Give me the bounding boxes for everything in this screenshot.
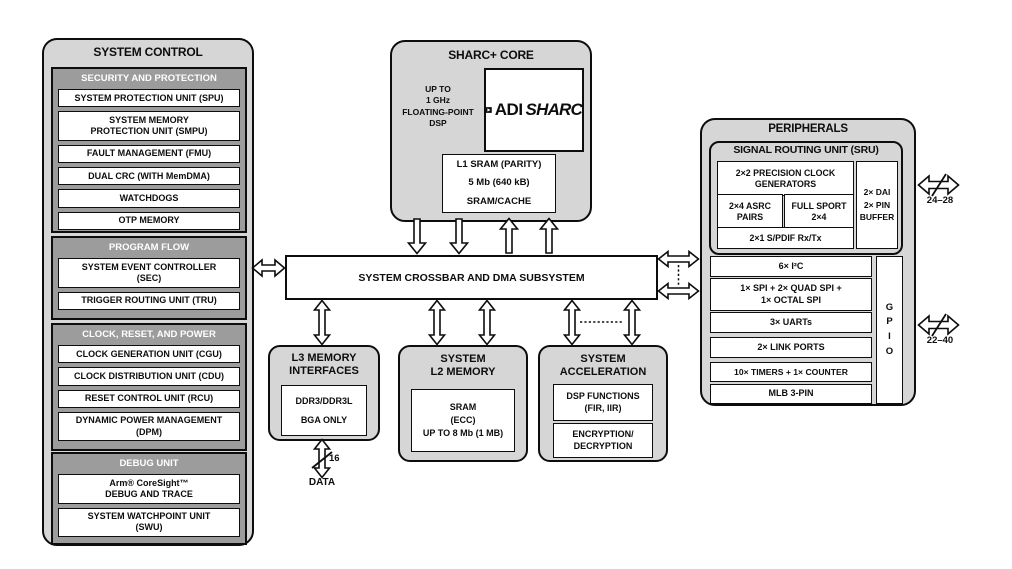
ddr3-box: DDR3/DDR3L BGA ONLY bbox=[281, 385, 367, 436]
arrow-gpio-external bbox=[917, 314, 960, 336]
encryption-box: ENCRYPTION/ DECRYPTION bbox=[553, 423, 653, 458]
bus-width-slash-gpio bbox=[931, 313, 947, 337]
section-debug-unit: DEBUG UNIT Arm® CoreSight™ DEBUG AND TRA… bbox=[51, 452, 247, 545]
system-control-panel: SYSTEM CONTROL SECURITY AND PROTECTION S… bbox=[42, 38, 254, 546]
gpio-bus-width-label: 22–40 bbox=[926, 335, 954, 346]
precision-clock-generators-box: 2×2 PRECISION CLOCK GENERATORS bbox=[717, 161, 854, 196]
arrow-l3-data-bus bbox=[312, 438, 332, 479]
l2-memory-title: SYSTEM L2 MEMORY bbox=[430, 353, 496, 379]
block-spu: SYSTEM PROTECTION UNIT (SPU) bbox=[58, 89, 240, 108]
section-header: PROGRAM FLOW bbox=[108, 242, 190, 253]
sru-title: SIGNAL ROUTING UNIT (SRU) bbox=[733, 144, 879, 156]
dai-bus-width-label: 24–28 bbox=[926, 195, 954, 206]
logo-sharc-text: SHARC bbox=[525, 100, 583, 119]
arrow-dai-external bbox=[917, 174, 960, 196]
system-crossbar: SYSTEM CROSSBAR AND DMA SUBSYSTEM bbox=[285, 255, 658, 300]
arrow-crossbar-to-core-2 bbox=[538, 217, 560, 254]
full-sport-box: FULL SPORT 2×4 bbox=[784, 194, 854, 229]
i2c-box: 6× I²C bbox=[710, 256, 872, 277]
bus-width-slash-dai bbox=[931, 173, 947, 197]
block-coresight: Arm® CoreSight™ DEBUG AND TRACE bbox=[58, 474, 240, 504]
system-control-title: SYSTEM CONTROL bbox=[93, 45, 203, 59]
section-program-flow: PROGRAM FLOW SYSTEM EVENT CONTROLLER (SE… bbox=[51, 236, 247, 320]
arrow-crossbar-peripherals-2 bbox=[657, 281, 700, 301]
gpio-box: G P I O bbox=[876, 256, 903, 404]
sharc-core-title: SHARC+ CORE bbox=[448, 48, 534, 62]
section-header: DEBUG UNIT bbox=[119, 458, 179, 469]
l2-sram-box: SRAM (ECC) UP TO 8 Mb (1 MB) bbox=[411, 389, 515, 452]
section-security-and-protection: SECURITY AND PROTECTION SYSTEM PROTECTIO… bbox=[51, 67, 247, 233]
logo-adi-text: ADI bbox=[494, 100, 523, 119]
l2-memory-panel: SYSTEM L2 MEMORY SRAM (ECC) UP TO 8 Mb (… bbox=[398, 345, 528, 462]
block-cdu: CLOCK DISTRIBUTION UNIT (CDU) bbox=[58, 367, 240, 386]
acceleration-title: SYSTEM ACCELERATION bbox=[559, 353, 647, 379]
section-clock-reset-power: CLOCK, RESET, AND POWER CLOCK GENERATION… bbox=[51, 323, 247, 451]
data-bus-label: DATA bbox=[308, 477, 336, 488]
arrow-crossbar-l3 bbox=[312, 299, 332, 346]
block-otp-memory: OTP MEMORY bbox=[58, 211, 240, 230]
l1-sram-box: L1 SRAM (PARITY) 5 Mb (640 kB) SRAM/CACH… bbox=[442, 154, 556, 213]
timers-counter-box: 10× TIMERS + 1× COUNTER bbox=[710, 362, 872, 382]
dsp-functions-box: DSP FUNCTIONS (FIR, IIR) bbox=[553, 384, 653, 421]
arrow-crossbar-l2-2 bbox=[477, 299, 497, 346]
dsp-spec-text: UP TO 1 GHz FLOATING-POINT DSP bbox=[402, 84, 474, 129]
block-fmu: FAULT MANAGEMENT (FMU) bbox=[58, 144, 240, 163]
uarts-box: 3× UARTs bbox=[710, 312, 872, 333]
arrow-syscontrol-crossbar bbox=[251, 258, 286, 278]
peripherals-panel: PERIPHERALS SIGNAL ROUTING UNIT (SRU) 2×… bbox=[700, 118, 916, 406]
section-header: SECURITY AND PROTECTION bbox=[81, 73, 217, 84]
l3-memory-panel: L3 MEMORY INTERFACES DDR3/DDR3L BGA ONLY bbox=[268, 345, 380, 441]
data-bus-width-label: 16 bbox=[329, 453, 340, 464]
block-swu: SYSTEM WATCHPOINT UNIT (SWU) bbox=[58, 507, 240, 537]
mlb-box: MLB 3-PIN bbox=[710, 384, 872, 404]
adi-sharc-logo-box: ADI SHARC bbox=[484, 68, 584, 152]
arrow-crossbar-accel-1 bbox=[562, 299, 582, 346]
block-dual-crc: DUAL CRC (WITH MemDMA) bbox=[58, 167, 240, 186]
peripherals-title: PERIPHERALS bbox=[768, 123, 848, 135]
block-dpm: DYNAMIC POWER MANAGEMENT (DPM) bbox=[58, 411, 240, 442]
link-ports-box: 2× LINK PORTS bbox=[710, 337, 872, 358]
block-sec: SYSTEM EVENT CONTROLLER (SEC) bbox=[58, 258, 240, 288]
block-tru: TRIGGER ROUTING UNIT (TRU) bbox=[58, 291, 240, 310]
adi-logo-icon bbox=[486, 107, 492, 113]
acceleration-panel: SYSTEM ACCELERATION DSP FUNCTIONS (FIR, … bbox=[538, 345, 668, 462]
asrc-pairs-box: 2×4 ASRC PAIRS bbox=[717, 194, 783, 229]
arrow-core-to-crossbar-2 bbox=[448, 218, 470, 255]
spi-box: 1× SPI + 2× QUAD SPI + 1× OCTAL SPI bbox=[710, 278, 872, 311]
section-header: CLOCK, RESET, AND POWER bbox=[82, 329, 216, 340]
block-rcu: RESET CONTROL UNIT (RCU) bbox=[58, 389, 240, 408]
block-watchdogs: WATCHDOGS bbox=[58, 189, 240, 208]
sharc-core-panel: SHARC+ CORE UP TO 1 GHz FLOATING-POINT D… bbox=[390, 40, 592, 222]
l3-memory-title: L3 MEMORY INTERFACES bbox=[289, 352, 359, 378]
block-cgu: CLOCK GENERATION UNIT (CGU) bbox=[58, 345, 240, 364]
dai-pin-buffer-box: 2× DAI 2× PIN BUFFER bbox=[856, 161, 898, 249]
arrow-crossbar-to-core-1 bbox=[498, 217, 520, 254]
arrow-core-to-crossbar-1 bbox=[406, 218, 428, 255]
block-smpu: SYSTEM MEMORY PROTECTION UNIT (SMPU) bbox=[58, 111, 240, 141]
sru-panel: SIGNAL ROUTING UNIT (SRU) 2×2 PRECISION … bbox=[709, 141, 903, 255]
arrow-crossbar-peripherals-1 bbox=[657, 249, 700, 269]
arrow-crossbar-accel-2 bbox=[622, 299, 642, 346]
spdif-box: 2×1 S/PDIF Rx/Tx bbox=[717, 227, 854, 249]
arrow-crossbar-l2-1 bbox=[427, 299, 447, 346]
